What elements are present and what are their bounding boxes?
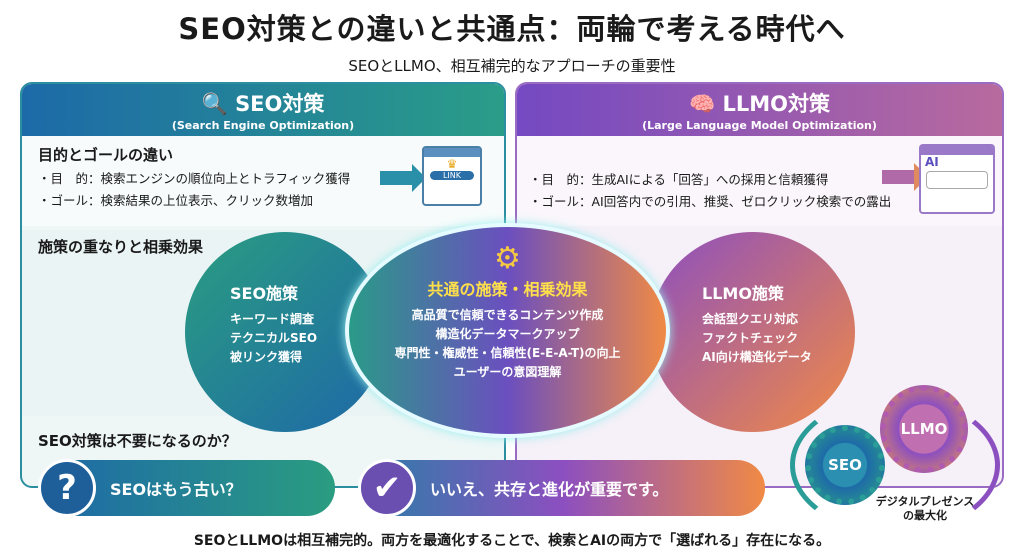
seo-measures-title: SEO施策 bbox=[230, 284, 299, 303]
llmo-measure-item: ファクトチェック bbox=[702, 331, 799, 345]
brain-icon: 🧠 bbox=[689, 92, 716, 116]
footer-summary: SEOとLLMOは相互補完的。両方を最適化することで、検索とAIの両方で「選ばれ… bbox=[193, 533, 831, 549]
llmo-goal-section: ・目 的：生成AIによる「回答」への採用と信頼獲得 ・ゴール：AI回答内での引用… bbox=[517, 136, 1002, 226]
seo-gear-icon: SEO bbox=[805, 425, 885, 505]
seo-goal: ・ゴール：検索結果の上位表示、クリック数増加 bbox=[38, 193, 314, 208]
arrow-right-icon bbox=[380, 164, 426, 192]
llmo-heading: LLMO対策 bbox=[722, 92, 830, 116]
seo-subheading: (Search Engine Optimization) bbox=[171, 119, 355, 132]
browser-link-icon: ♛ LINK bbox=[422, 146, 482, 206]
llmo-subheading: (Large Language Model Optimization) bbox=[642, 119, 877, 132]
ai-chat-window-icon: AI bbox=[919, 144, 995, 214]
common-measure-item: 高品質で信頼できるコンテンツ作成 bbox=[411, 308, 604, 322]
goal-section-title: 目的とゴールの違い bbox=[38, 146, 174, 164]
common-measures-ellipse: ⚙ 共通の施策・相乗効果 高品質で信頼できるコンテンツ作成 構造化データマークア… bbox=[345, 223, 670, 438]
answer-pill: ✔ いいえ、共存と進化が重要です。 bbox=[358, 459, 765, 517]
common-measure-item: ユーザーの意図理解 bbox=[453, 365, 562, 379]
llmo-measure-item: 会話型クエリ対応 bbox=[702, 312, 799, 326]
seo-goal-section: 目的とゴールの違い ・目 的：検索エンジンの順位向上とトラフィック獲得 ・ゴール… bbox=[22, 136, 504, 226]
llmo-purpose: ・目 的：生成AIによる「回答」への採用と信頼獲得 bbox=[529, 172, 829, 187]
common-measures-title: 共通の施策・相乗効果 bbox=[427, 280, 588, 299]
seo-measure-item: テクニカルSEO bbox=[230, 331, 318, 345]
cycle-arrows-icon bbox=[790, 395, 1000, 535]
seo-measure-item: キーワード調査 bbox=[230, 312, 315, 326]
common-measure-item: 構造化データマークアップ bbox=[435, 327, 580, 341]
llmo-panel-header: 🧠 LLMO対策 (Large Language Model Optimizat… bbox=[517, 84, 1002, 136]
seo-purpose: ・目 的：検索エンジンの順位向上とトラフィック獲得 bbox=[38, 171, 351, 186]
llmo-measures-circle: LLMO施策 会話型クエリ対応 ファクトチェック AI向け構造化データ bbox=[650, 232, 855, 432]
page-title: SEO対策との違いと共通点：両輪で考える時代へ bbox=[178, 12, 846, 46]
page-subtitle: SEOとLLMO、相互補完的なアプローチの重要性 bbox=[348, 57, 676, 75]
question-section-title: SEO対策は不要になるのか？ bbox=[38, 432, 237, 450]
overlap-section-title: 施策の重なりと相乗効果 bbox=[38, 238, 204, 256]
llmo-goal: ・ゴール：AI回答内での引用、推奨、ゼロクリック検索での露出 bbox=[529, 194, 892, 209]
llmo-measures-title: LLMO施策 bbox=[702, 284, 784, 303]
seo-panel-header: 🔍 SEO対策 (Search Engine Optimization) bbox=[22, 84, 504, 136]
question-mark-icon: ? bbox=[38, 459, 96, 517]
question-label: SEOはもう古い？ bbox=[110, 480, 242, 499]
arrow-right-icon bbox=[882, 163, 928, 191]
llmo-gear-icon: LLMO bbox=[880, 385, 968, 473]
seo-heading: SEO対策 bbox=[235, 92, 325, 116]
answer-label: いいえ、共存と進化が重要です。 bbox=[430, 480, 669, 499]
gears-icon: ⚙ bbox=[494, 241, 521, 276]
question-pill: ? SEOはもう古い？ bbox=[38, 459, 335, 517]
gears-caption: デジタルプレゼンス の最大化 bbox=[875, 495, 975, 522]
seo-measure-item: 被リンク獲得 bbox=[230, 350, 303, 364]
magnifier-chart-icon: 🔍 bbox=[201, 92, 228, 116]
llmo-measure-item: AI向け構造化データ bbox=[702, 350, 812, 364]
common-measure-item: 専門性・権威性・信頼性(E-E-A-T)の向上 bbox=[394, 346, 621, 360]
checkmark-icon: ✔ bbox=[358, 459, 416, 517]
